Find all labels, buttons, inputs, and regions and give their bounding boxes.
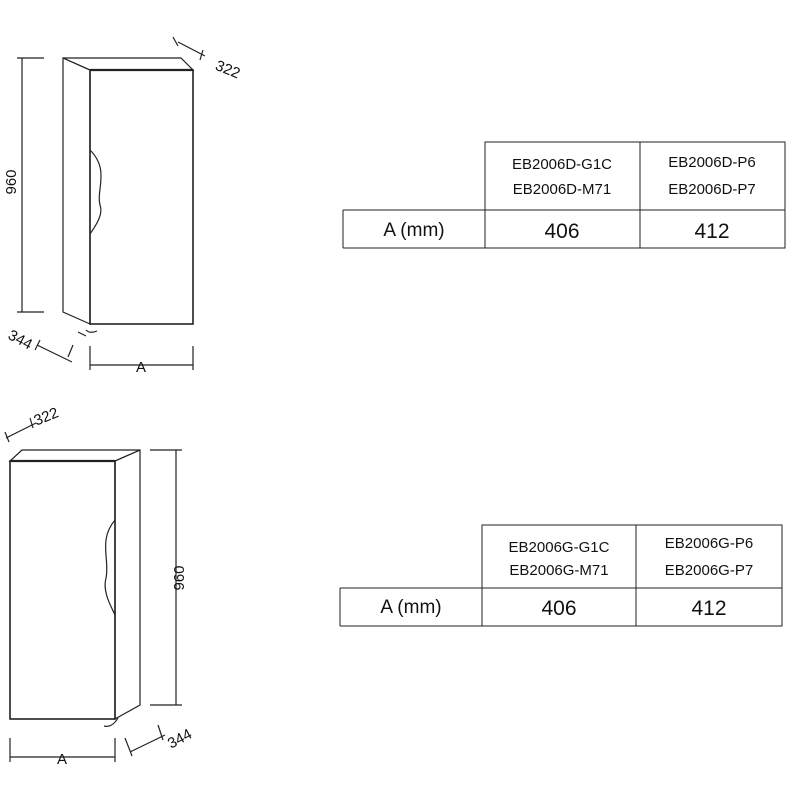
bottom-depth-side-dimension: [124, 724, 166, 757]
top-cabinet-side: [62, 57, 91, 325]
top-cabinet-door: [89, 69, 194, 325]
top-table-col2-model-1: EB2006D-P6: [668, 154, 756, 171]
top-table-col1-value: 406: [544, 220, 579, 243]
bottom-table-col1-model-2: EB2006G-M71: [509, 562, 608, 579]
top-table-col1-model-1: EB2006D-G1C: [512, 156, 612, 173]
top-height-label: 960: [3, 169, 20, 194]
top-depth-top-label: 322: [213, 57, 243, 82]
top-table-col2-model-2: EB2006D-P7: [668, 181, 756, 198]
bottom-cabinet-handle-groove: [104, 519, 116, 616]
bottom-depth-top-label: 322: [32, 404, 62, 429]
top-cabinet-handle-groove: [89, 149, 102, 235]
bottom-width-dimension: [9, 738, 116, 762]
bottom-cabinet-side: [114, 449, 141, 721]
top-depth-side-dimension: [34, 331, 87, 363]
top-table-row-label: A (mm): [383, 220, 444, 241]
bottom-depth-top-dimension: [4, 417, 37, 443]
top-table-col2-value: 412: [694, 220, 729, 243]
top-width-dimension: [89, 346, 194, 370]
bottom-table-col2-value: 412: [691, 597, 726, 620]
bottom-table-col2-model-1: EB2006G-P6: [665, 535, 753, 552]
top-table-col1-model-2: EB2006D-M71: [513, 181, 611, 198]
bottom-height-dimension: [150, 449, 182, 706]
bottom-depth-side-label: 344: [165, 726, 195, 753]
top-table-grid: [342, 141, 786, 249]
top-height-dimension: [17, 57, 44, 313]
bottom-table-col1-value: 406: [541, 597, 576, 620]
top-width-label: A: [136, 359, 146, 376]
bottom-width-label: A: [57, 751, 67, 768]
bottom-height-label: 960: [171, 565, 188, 590]
top-cabinet: [62, 57, 195, 333]
top-cabinet-top: [62, 57, 195, 71]
bottom-table-row-label: A (mm): [380, 597, 441, 618]
bottom-cabinet-top: [8, 449, 141, 462]
top-depth-side-label: 344: [5, 327, 35, 354]
bottom-cabinet-door: [9, 460, 116, 720]
bottom-table-grid: [339, 524, 783, 627]
bottom-table-col1-model-1: EB2006G-G1C: [509, 539, 610, 556]
top-depth-top-dimension: [172, 36, 206, 61]
bottom-cabinet: [8, 449, 141, 727]
bottom-table-col2-model-2: EB2006G-P7: [665, 562, 753, 579]
